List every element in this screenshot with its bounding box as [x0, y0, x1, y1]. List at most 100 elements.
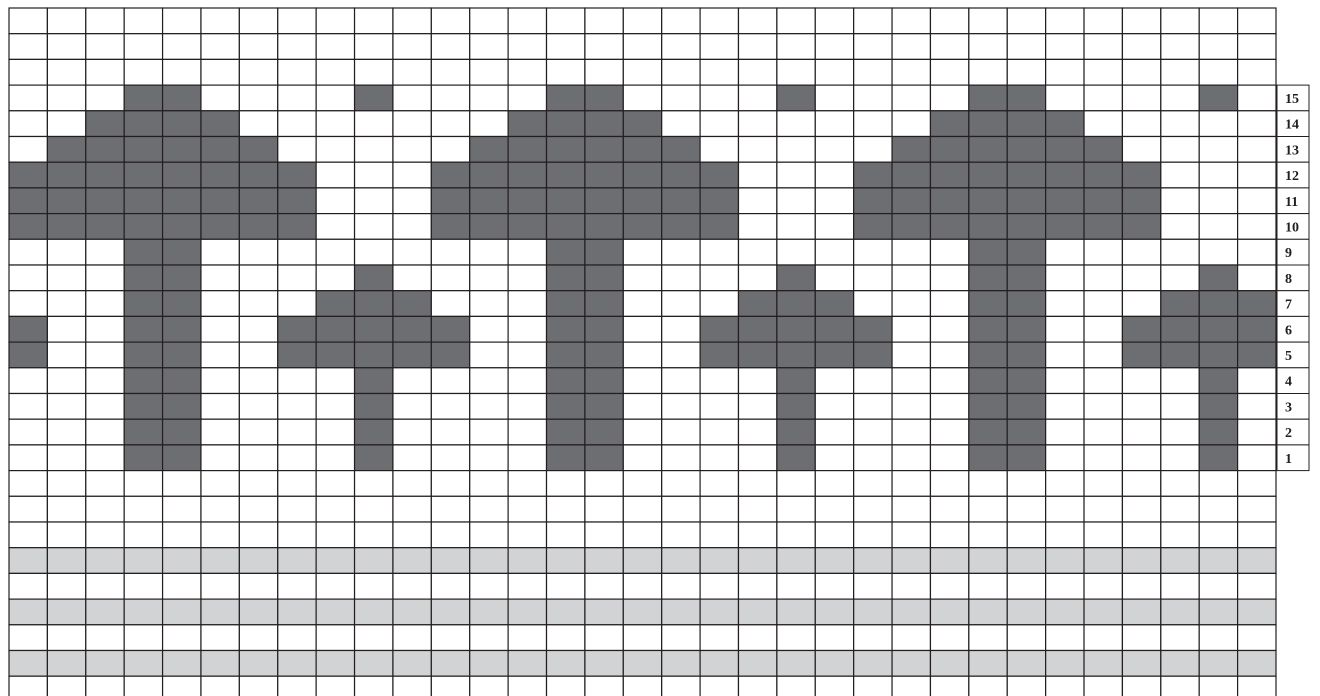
chart-cell [470, 239, 508, 265]
chart-cell [355, 496, 393, 522]
chart-cell [1007, 496, 1045, 522]
chart-cell-band [1084, 599, 1122, 625]
chart-cell [9, 137, 47, 163]
chart-cell [9, 111, 47, 137]
chart-cell [47, 573, 85, 599]
chart-cell [316, 34, 354, 60]
chart-cell-filled [1084, 214, 1122, 240]
chart-cell [47, 625, 85, 651]
chart-cell [1046, 445, 1084, 471]
chart-cell [393, 188, 431, 214]
chart-cell [431, 676, 469, 696]
chart-cell [1122, 419, 1160, 445]
chart-cell [1199, 239, 1237, 265]
chart-cell-filled [585, 188, 623, 214]
row-number-label: 7 [1285, 298, 1292, 313]
chart-cell-band [163, 651, 201, 677]
chart-cell [1084, 85, 1122, 111]
chart-cell-filled [1046, 214, 1084, 240]
chart-cell-filled [393, 291, 431, 317]
chart-cell [1122, 522, 1160, 548]
chart-cell [470, 316, 508, 342]
chart-cell [662, 85, 700, 111]
chart-cell [1122, 8, 1160, 34]
chart-cell-filled [777, 265, 815, 291]
chart-cell-band [777, 599, 815, 625]
chart-cell [393, 265, 431, 291]
chart-cell [623, 419, 661, 445]
chart-cell [47, 239, 85, 265]
chart-cell-band [239, 599, 277, 625]
chart-cell [1199, 111, 1237, 137]
chart-cell-band [1199, 599, 1237, 625]
chart-cell-band [86, 599, 124, 625]
chart-cell [892, 368, 930, 394]
chart-cell-filled [854, 188, 892, 214]
chart-cell-filled [547, 188, 585, 214]
chart-cell [1007, 676, 1045, 696]
chart-cell [1122, 34, 1160, 60]
chart-cell-filled [9, 342, 47, 368]
chart-cell [9, 59, 47, 85]
chart-cell-band [47, 548, 85, 574]
chart-cell [393, 496, 431, 522]
row-number-label: 8 [1285, 272, 1292, 287]
chart-cell [86, 419, 124, 445]
chart-cell [239, 34, 277, 60]
chart-cell-filled [930, 111, 968, 137]
chart-cell [623, 316, 661, 342]
chart-cell [239, 265, 277, 291]
chart-cell-filled [124, 445, 162, 471]
chart-cell-filled [163, 445, 201, 471]
chart-cell [239, 419, 277, 445]
chart-cell [47, 342, 85, 368]
chart-cell-band [930, 599, 968, 625]
chart-cell [508, 522, 546, 548]
chart-cell-filled [930, 137, 968, 163]
chart-cell [124, 522, 162, 548]
chart-cell [393, 676, 431, 696]
chart-cell [547, 59, 585, 85]
chart-cell [1046, 316, 1084, 342]
chart-cell-filled [163, 265, 201, 291]
chart-cell-filled [700, 316, 738, 342]
row-number-label: 3 [1285, 400, 1292, 415]
chart-cell [1084, 239, 1122, 265]
chart-cell [431, 8, 469, 34]
chart-cell-filled [547, 291, 585, 317]
chart-cell [239, 625, 277, 651]
chart-cell-band [1199, 651, 1237, 677]
chart-cell [316, 394, 354, 420]
chart-cell [738, 573, 776, 599]
chart-cell-band [1161, 548, 1199, 574]
chart-cell [9, 625, 47, 651]
chart-cell-filled [738, 342, 776, 368]
chart-cell [278, 137, 316, 163]
chart-cell [508, 8, 546, 34]
chart-cell [1084, 522, 1122, 548]
chart-cell [930, 471, 968, 497]
chart-cell-band [623, 548, 661, 574]
chart-cell [1161, 368, 1199, 394]
chart-cell-filled [892, 214, 930, 240]
chart-cell [239, 239, 277, 265]
chart-cell [700, 419, 738, 445]
chart-cell [700, 522, 738, 548]
chart-cell [431, 419, 469, 445]
chart-cell [508, 419, 546, 445]
chart-cell-filled [892, 162, 930, 188]
chart-cell [738, 394, 776, 420]
chart-cell [662, 342, 700, 368]
chart-cell [86, 34, 124, 60]
chart-cell-filled [585, 342, 623, 368]
chart-cell-filled [585, 214, 623, 240]
chart-cell [662, 573, 700, 599]
chart-cell-filled [1122, 188, 1160, 214]
chart-cell-band [163, 599, 201, 625]
chart-cell [892, 8, 930, 34]
chart-cell [239, 394, 277, 420]
chart-cell [86, 291, 124, 317]
chart-cell [1084, 111, 1122, 137]
chart-cell [393, 111, 431, 137]
chart-cell [1161, 676, 1199, 696]
